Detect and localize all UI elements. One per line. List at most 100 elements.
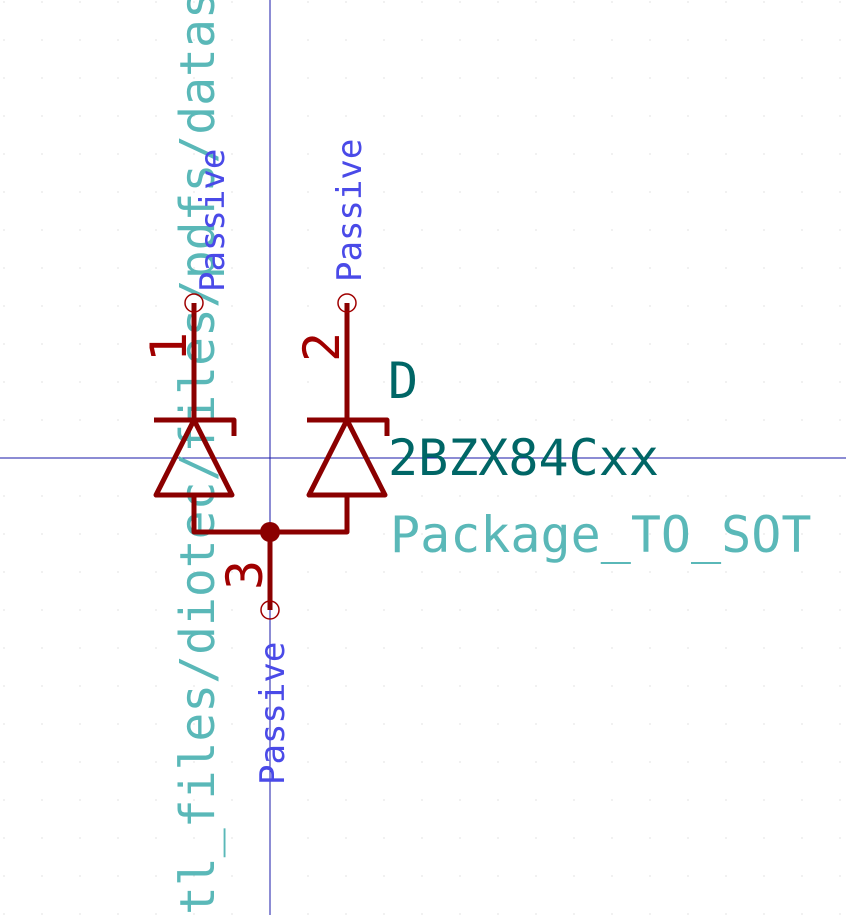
grid-dot	[231, 723, 233, 725]
grid-dot	[839, 343, 841, 345]
grid-dot	[117, 1, 119, 3]
grid-dot	[535, 419, 537, 421]
grid-dot	[3, 495, 5, 497]
grid-dot	[687, 685, 689, 687]
grid-dot	[763, 875, 765, 877]
grid-dot	[3, 229, 5, 231]
grid-dot	[801, 39, 803, 41]
pin-3-end-marker[interactable]	[260, 600, 280, 620]
grid-dot	[231, 39, 233, 41]
grid-dot	[725, 571, 727, 573]
grid-dot	[3, 533, 5, 535]
grid-dot	[383, 267, 385, 269]
grid-dot	[611, 761, 613, 763]
grid-dot	[345, 39, 347, 41]
grid-dot	[345, 267, 347, 269]
diode-symbol[interactable]	[153, 303, 390, 610]
grid-dot	[155, 77, 157, 79]
grid-dot	[79, 381, 81, 383]
grid-dot	[459, 419, 461, 421]
grid-dot	[459, 267, 461, 269]
grid-dot	[535, 267, 537, 269]
value-field[interactable]: 2BZX84Cxx	[388, 429, 659, 487]
pin-1-end-marker[interactable]	[184, 293, 204, 313]
grid-dot	[801, 229, 803, 231]
grid-dot	[801, 533, 803, 535]
grid-dot	[535, 875, 537, 877]
grid-dot	[307, 723, 309, 725]
grid-dot	[117, 799, 119, 801]
grid-dot	[459, 685, 461, 687]
grid-dot	[459, 609, 461, 611]
grid-dot	[383, 39, 385, 41]
grid-dot	[535, 761, 537, 763]
grid-dot	[155, 267, 157, 269]
grid-dot	[801, 571, 803, 573]
grid-dot	[155, 115, 157, 117]
grid-dot	[497, 685, 499, 687]
grid-dot	[801, 77, 803, 79]
grid-dot	[801, 875, 803, 877]
grid-dot	[763, 799, 765, 801]
grid-dot	[611, 913, 613, 915]
grid-dot	[801, 305, 803, 307]
grid-dot	[649, 39, 651, 41]
grid-dot	[839, 533, 841, 535]
grid-dot	[535, 1, 537, 3]
grid-dot	[535, 115, 537, 117]
grid-dot	[231, 267, 233, 269]
grid-dot	[117, 533, 119, 535]
grid-dot	[421, 419, 423, 421]
grid-dot	[573, 39, 575, 41]
grid-dot	[839, 1, 841, 3]
grid-dot	[231, 153, 233, 155]
grid-dot	[155, 343, 157, 345]
grid-dot	[459, 875, 461, 877]
grid-dot	[459, 1, 461, 3]
grid-dot	[573, 723, 575, 725]
grid-dot	[79, 875, 81, 877]
grid-dot	[41, 191, 43, 193]
grid-dot	[79, 419, 81, 421]
grid-dot	[459, 837, 461, 839]
grid-dot	[611, 495, 613, 497]
grid-dot	[725, 153, 727, 155]
grid-dot	[497, 495, 499, 497]
grid-dot	[383, 153, 385, 155]
grid-dot	[763, 723, 765, 725]
footprint-field[interactable]: Package_TO_SOT	[390, 506, 811, 564]
grid-dot	[421, 913, 423, 915]
grid-dot	[307, 913, 309, 915]
grid-dot	[839, 647, 841, 649]
reference-field[interactable]: D	[388, 352, 418, 410]
grid-dot	[611, 647, 613, 649]
grid-dot	[497, 571, 499, 573]
grid-dot	[79, 39, 81, 41]
grid-dot	[79, 77, 81, 79]
grid-dot	[41, 837, 43, 839]
grid-dot	[345, 571, 347, 573]
grid-dot	[649, 153, 651, 155]
grid-dot	[725, 77, 727, 79]
grid-dot	[801, 267, 803, 269]
grid-dot	[79, 571, 81, 573]
grid-dot	[649, 305, 651, 307]
grid-dot	[193, 115, 195, 117]
grid-dot	[725, 647, 727, 649]
grid-dot	[839, 685, 841, 687]
grid-dot	[231, 571, 233, 573]
grid-dot	[421, 609, 423, 611]
pin-2-number: 2	[293, 332, 351, 362]
grid-dot	[421, 77, 423, 79]
grid-dot	[383, 571, 385, 573]
grid-dot	[687, 799, 689, 801]
grid-dot	[41, 571, 43, 573]
pin-2-end-marker[interactable]	[337, 293, 357, 313]
datasheet-field[interactable]: tl_files/diotec/files/pdfs/datasheet	[170, 0, 226, 915]
grid-dot	[3, 761, 5, 763]
grid-dot	[117, 571, 119, 573]
grid-dot	[79, 723, 81, 725]
grid-dot	[421, 723, 423, 725]
diode-1-cathode-bar	[154, 417, 237, 436]
